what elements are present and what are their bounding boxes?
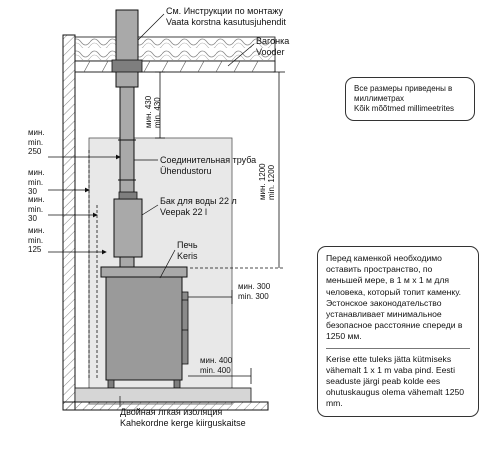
- dim-ceiling-430-et: min. 430: [153, 97, 162, 128]
- clearance-note-divider: [326, 347, 470, 349]
- dim-left-30b-ru: мин.: [28, 195, 45, 204]
- insulation-label-ru: Двойная лгкая изоляция: [120, 407, 223, 417]
- dim-left-125: мин. min. 125: [28, 226, 45, 255]
- ceiling-clearance-dimension: [155, 71, 165, 139]
- lining-label: Вагонка Vooder: [256, 36, 289, 57]
- back-wall: [62, 34, 76, 411]
- dim-height-1200-et: min. 1200: [267, 164, 276, 200]
- units-note-et: Kõik mõõtmed millimeetrites: [354, 104, 455, 113]
- stove-label-ru: Печь: [177, 240, 198, 250]
- dim-left-30a: мин. min. 30: [28, 168, 45, 197]
- clearance-note-et: Kerise ette tuleks jätta kütmiseks vähem…: [326, 353, 465, 409]
- stove-label: Печь Keris: [177, 240, 198, 261]
- install-label-et: Vaata korstna kasutusjuhendit: [166, 16, 286, 27]
- ceiling-insulation: [74, 36, 276, 62]
- tank-label-ru: Бак для воды 22 л: [160, 196, 237, 206]
- pipe-label: Соединительная труба Ühendustoru: [160, 155, 256, 176]
- pipe-label-ru: Соединительная труба: [160, 155, 257, 165]
- chimney-collar: [111, 59, 143, 73]
- stove-door-side: [181, 291, 189, 365]
- lining-label-ru: Вагонка: [256, 36, 290, 46]
- dim-left-30a-ru: мин.: [28, 168, 45, 177]
- units-note-ru: Все размеры приведены в миллиметрах: [354, 84, 453, 103]
- pipe-label-et: Ühendustoru: [160, 165, 212, 176]
- water-tank: [113, 198, 143, 258]
- dim-left-30a-value: 30: [28, 187, 37, 196]
- dim-left-250-ru: мин.: [28, 128, 45, 137]
- dim-left-125-ru: мин.: [28, 226, 45, 235]
- dim-left-125-et: min.: [28, 235, 44, 245]
- leader-lines: [119, 13, 255, 407]
- dim-side-300-ru: мин. 300: [238, 282, 271, 291]
- dim-left-250-value: 250: [28, 147, 42, 156]
- flue-pipe: [119, 86, 135, 200]
- dim-height-1200-ru: мин. 1200: [258, 163, 267, 200]
- dim-height-1200: мин. 1200 min. 1200: [258, 163, 276, 200]
- dim-left-30a-et: min.: [28, 177, 44, 187]
- lining-label-et: Vooder: [256, 46, 285, 57]
- left-dimension-lines: [48, 150, 121, 380]
- dim-left-30b-et: min.: [28, 204, 44, 214]
- dim-side-300-et: min. 300: [238, 291, 269, 301]
- dim-ceiling-430: мин. 430 min. 430: [144, 96, 162, 128]
- stove-foot-left: [107, 379, 115, 389]
- dim-front-400-et: min. 400: [200, 365, 231, 375]
- ceiling-lining: [74, 60, 276, 73]
- floor: [62, 401, 269, 411]
- floor-protection: [74, 387, 252, 403]
- ceiling-lining-slats: [83, 60, 259, 73]
- front-clearance-dimension: [188, 368, 252, 384]
- stove-body: [105, 276, 183, 381]
- clearance-note: Перед каменкой необходимо оставить прост…: [317, 246, 479, 417]
- water-tank-cap: [118, 191, 138, 200]
- side-clearance-dimension: [188, 290, 233, 304]
- dim-ceiling-430-ru: мин. 430: [144, 95, 153, 128]
- height-dimension: [190, 71, 285, 269]
- stove-foot-right: [173, 379, 181, 389]
- install-label: См. Инструкции по монтажу Vaata korstna …: [166, 6, 286, 27]
- stove-top: [100, 266, 188, 278]
- tank-base-pipe: [119, 256, 135, 268]
- dim-left-30b-value: 30: [28, 214, 37, 223]
- dim-front-400: мин. 400 min. 400: [200, 356, 232, 375]
- dim-left-250: мин. min. 250: [28, 128, 45, 157]
- dim-left-30b: мин. min. 30: [28, 195, 45, 224]
- dim-side-300: мин. 300 min. 300: [238, 282, 270, 301]
- install-label-ru: См. Инструкции по монтажу: [166, 6, 283, 16]
- insulation-label-et: Kahekordne kerge kiirguskaitse: [120, 417, 246, 428]
- dim-left-250-et: min.: [28, 137, 44, 147]
- tank-label: Бак для воды 22 л Veepak 22 l: [160, 196, 237, 217]
- dim-left-125-value: 125: [28, 245, 42, 254]
- tank-label-et: Veepak 22 l: [160, 206, 208, 217]
- chimney: [115, 9, 139, 88]
- dim-front-400-ru: мин. 400: [200, 356, 233, 365]
- stove-label-et: Keris: [177, 250, 198, 261]
- insulation-label: Двойная лгкая изоляция Kahekordne kerge …: [120, 407, 246, 428]
- clearance-note-ru: Перед каменкой необходимо оставить прост…: [326, 253, 463, 342]
- units-note: Все размеры приведены в миллиметрах Kõik…: [345, 77, 475, 121]
